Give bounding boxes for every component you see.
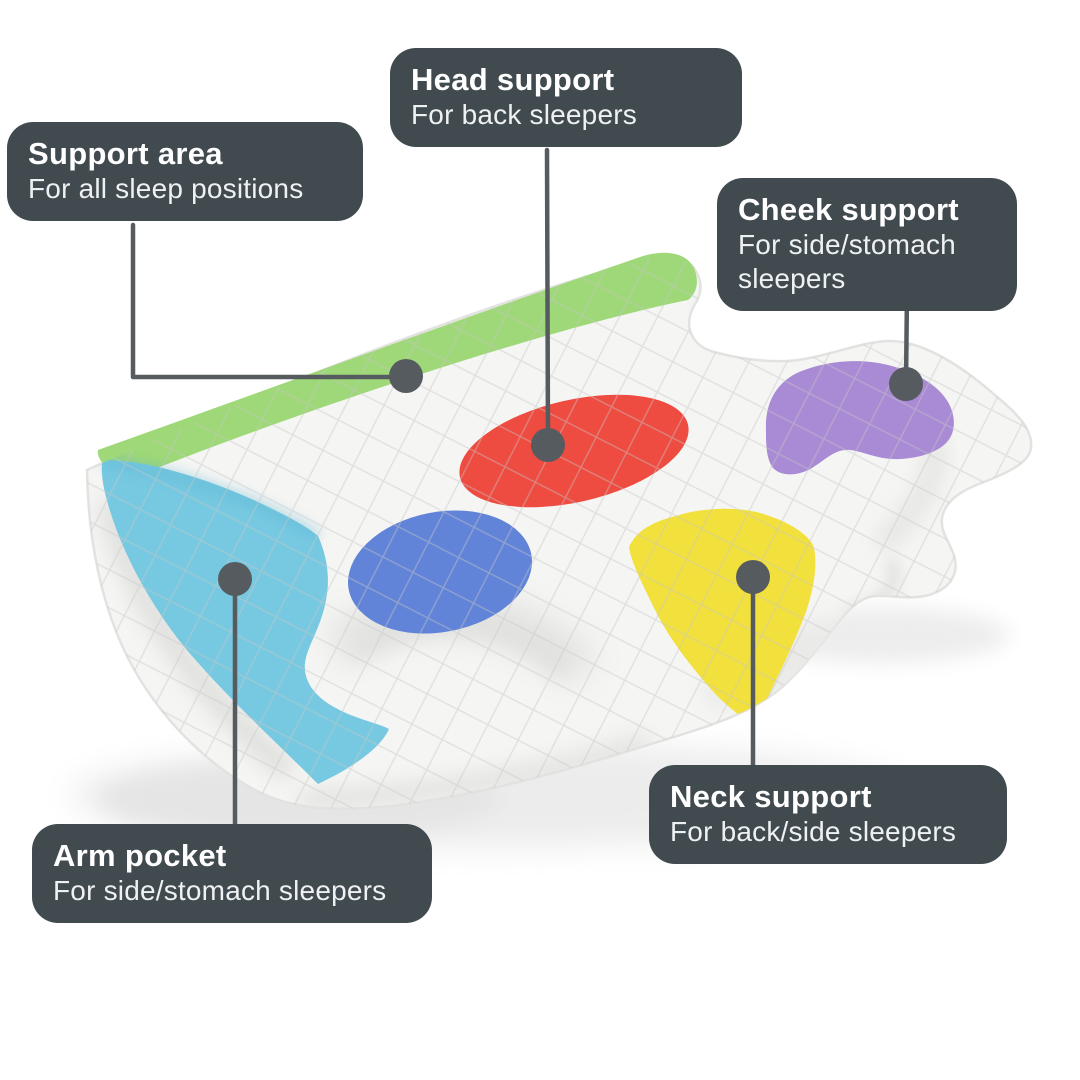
dot-head [531,428,565,462]
connectors [130,147,910,835]
callout-support-area: Support area For all sleep positions [7,122,363,221]
callout-support-area-title: Support area [28,136,223,171]
connector-support-area [130,222,405,380]
callout-neck-support-subtitle: For back/side sleepers [670,816,957,847]
callout-head-support-subtitle: For back sleepers [411,99,637,130]
connector-dots [218,359,923,596]
callout-arm-pocket: Arm pocket For side/stomach sleepers [32,824,432,923]
callout-arm-pocket-title: Arm pocket [53,838,227,873]
dot-cheek [889,367,923,401]
dot-arm [218,562,252,596]
callout-support-area-subtitle: For all sleep positions [28,173,304,204]
callout-arm-pocket-subtitle: For side/stomach sleepers [53,875,387,906]
callout-head-support: Head support For back sleepers [390,48,742,147]
dot-neck [736,560,770,594]
connector-head [544,147,551,447]
callout-head-support-title: Head support [411,62,615,97]
callout-neck-support-title: Neck support [670,779,872,814]
callout-cheek-support-title: Cheek support [738,192,959,227]
callout-cheek-support: Cheek support For side/stomach sleepers [717,178,1017,311]
callout-cheek-support-subtitle: For side/stomach sleepers [738,229,956,294]
dot-support-area [389,359,423,393]
callout-neck-support: Neck support For back/side sleepers [649,765,1007,864]
